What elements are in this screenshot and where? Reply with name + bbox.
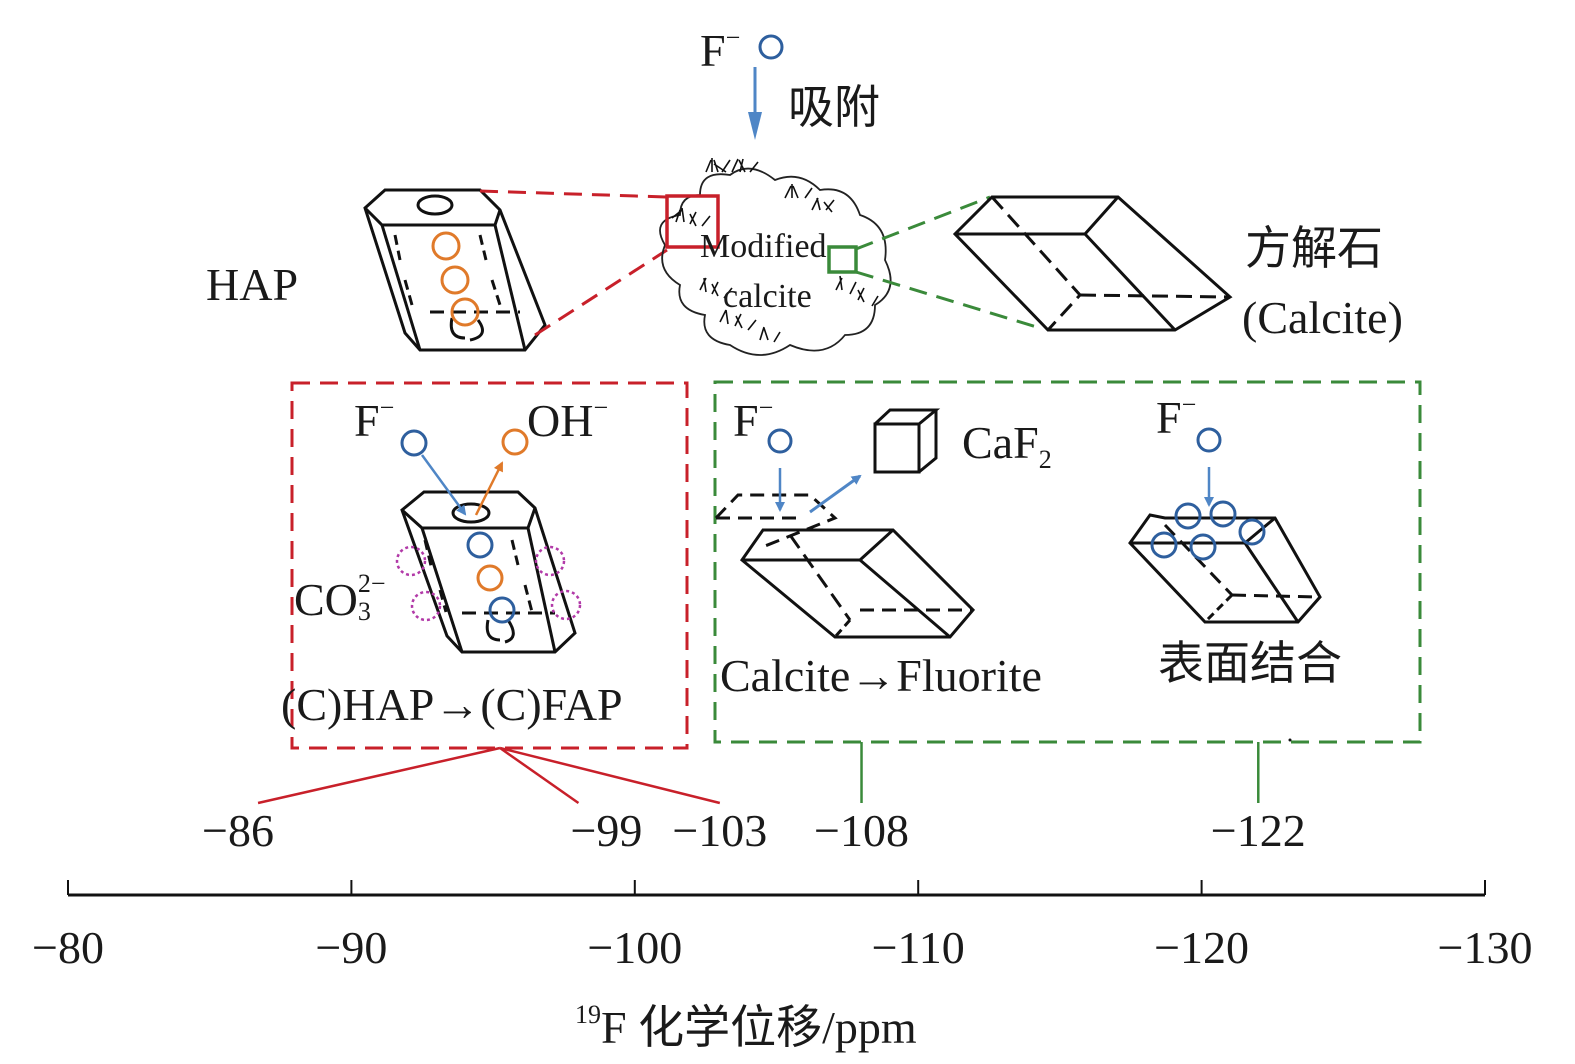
red-zoom-lines [479,189,668,337]
green-left-fluoride-icon [767,428,862,514]
peak-label: −99 [570,805,643,856]
green-right-calcite-crystal-icon [1128,513,1322,624]
ion-symbol: F [354,395,380,446]
red-box-fluoride-label: F− [354,394,394,446]
red-box-hydroxide-out-icon [474,428,529,516]
stray-dot [1288,738,1292,742]
ion-symbol: F [733,395,759,446]
carbonate-symbol: CO [294,574,358,625]
red-box-hap-crystal-icon [400,490,577,654]
modified-calcite-label-line2: calcite [723,278,812,315]
tick-label: −110 [871,922,965,973]
spiky-crystals-icon [671,158,879,343]
carbonate-label: CO 2− 3 [294,571,396,626]
green-right-fluoride-label: F− [1156,391,1196,443]
fluoride-ion-icon [758,34,784,60]
chemical-shift-axis [67,880,1486,897]
hydroxide-ions-icon [431,231,480,327]
carbonate-sites-icon [395,545,582,622]
calcite-chinese-label: 方解石 [1245,221,1383,275]
green-left-calcite-crystal-icon [714,493,976,639]
calcite-english-label: (Calcite) [1242,292,1403,343]
peak-label: −122 [1210,805,1306,856]
caf2-cube-icon [873,408,941,474]
hap-label: HAP [206,259,299,310]
red-box-caption: (C)HAP→(C)FAP [281,679,623,730]
green-left-caption: Calcite→Fluorite [720,650,1042,701]
peak-label: −86 [202,805,275,856]
red-box-fluoride-in-icon [400,429,467,516]
green-left-fluoride-label: F− [733,394,773,446]
peak-connector [499,746,721,805]
red-mechanism-box [290,381,689,750]
red-selection-square [665,194,720,249]
ion-charge: − [725,22,741,52]
green-right-caption: 表面结合 [1158,636,1342,690]
adsorption-process-label: 吸附 [788,80,880,134]
tick-label: −80 [32,922,104,973]
modified-calcite-cloud-icon [659,167,892,356]
ion-charge: − [379,392,395,422]
ion-charge: − [593,392,609,422]
ion-symbol: F [700,25,726,76]
peak-label: −108 [814,805,909,856]
peak-connector [499,746,580,805]
caf2-subscript: 2 [1038,445,1052,475]
red-box-hydroxide-label: OH− [527,394,608,446]
peak-label: −103 [672,805,768,856]
ion-symbol: OH [527,395,594,446]
hap-crystal-icon [363,188,547,352]
calcite-crystal-icon [952,195,1233,332]
adsorption-ion-label: F− [700,24,740,76]
peak-connectors [257,742,1260,805]
ion-symbol: F [1156,392,1182,443]
tick-label: −130 [1437,922,1533,973]
adsorption-group [748,34,784,140]
ion-charge: − [1181,389,1197,419]
modified-calcite-label-line1: Modified [700,228,827,265]
axis-title-text: F 化学位移/ppm [601,1002,917,1053]
carbonate-charge: 2− [357,569,386,598]
isotope-mass-number: 19 [575,999,601,1029]
tick-label: −90 [315,922,388,973]
tick-label: −100 [587,922,683,973]
carbonate-subscript: 3 [357,597,371,626]
tick-label: −120 [1154,922,1250,973]
adsorption-arrowhead-icon [748,112,762,140]
x-axis-title: 19F 化学位移/ppm [575,1001,917,1053]
green-mechanism-box [713,380,1422,744]
peak-connector [257,746,501,805]
red-box-channel-ions-icon [466,531,516,624]
green-selection-square [827,245,858,274]
caf2-symbol: CaF [962,417,1039,468]
ion-charge: − [758,392,774,422]
surface-fluoride-ions-icon [1150,427,1266,561]
green-zoom-lines [855,195,1041,330]
caf2-label: CaF2 [962,420,1052,473]
